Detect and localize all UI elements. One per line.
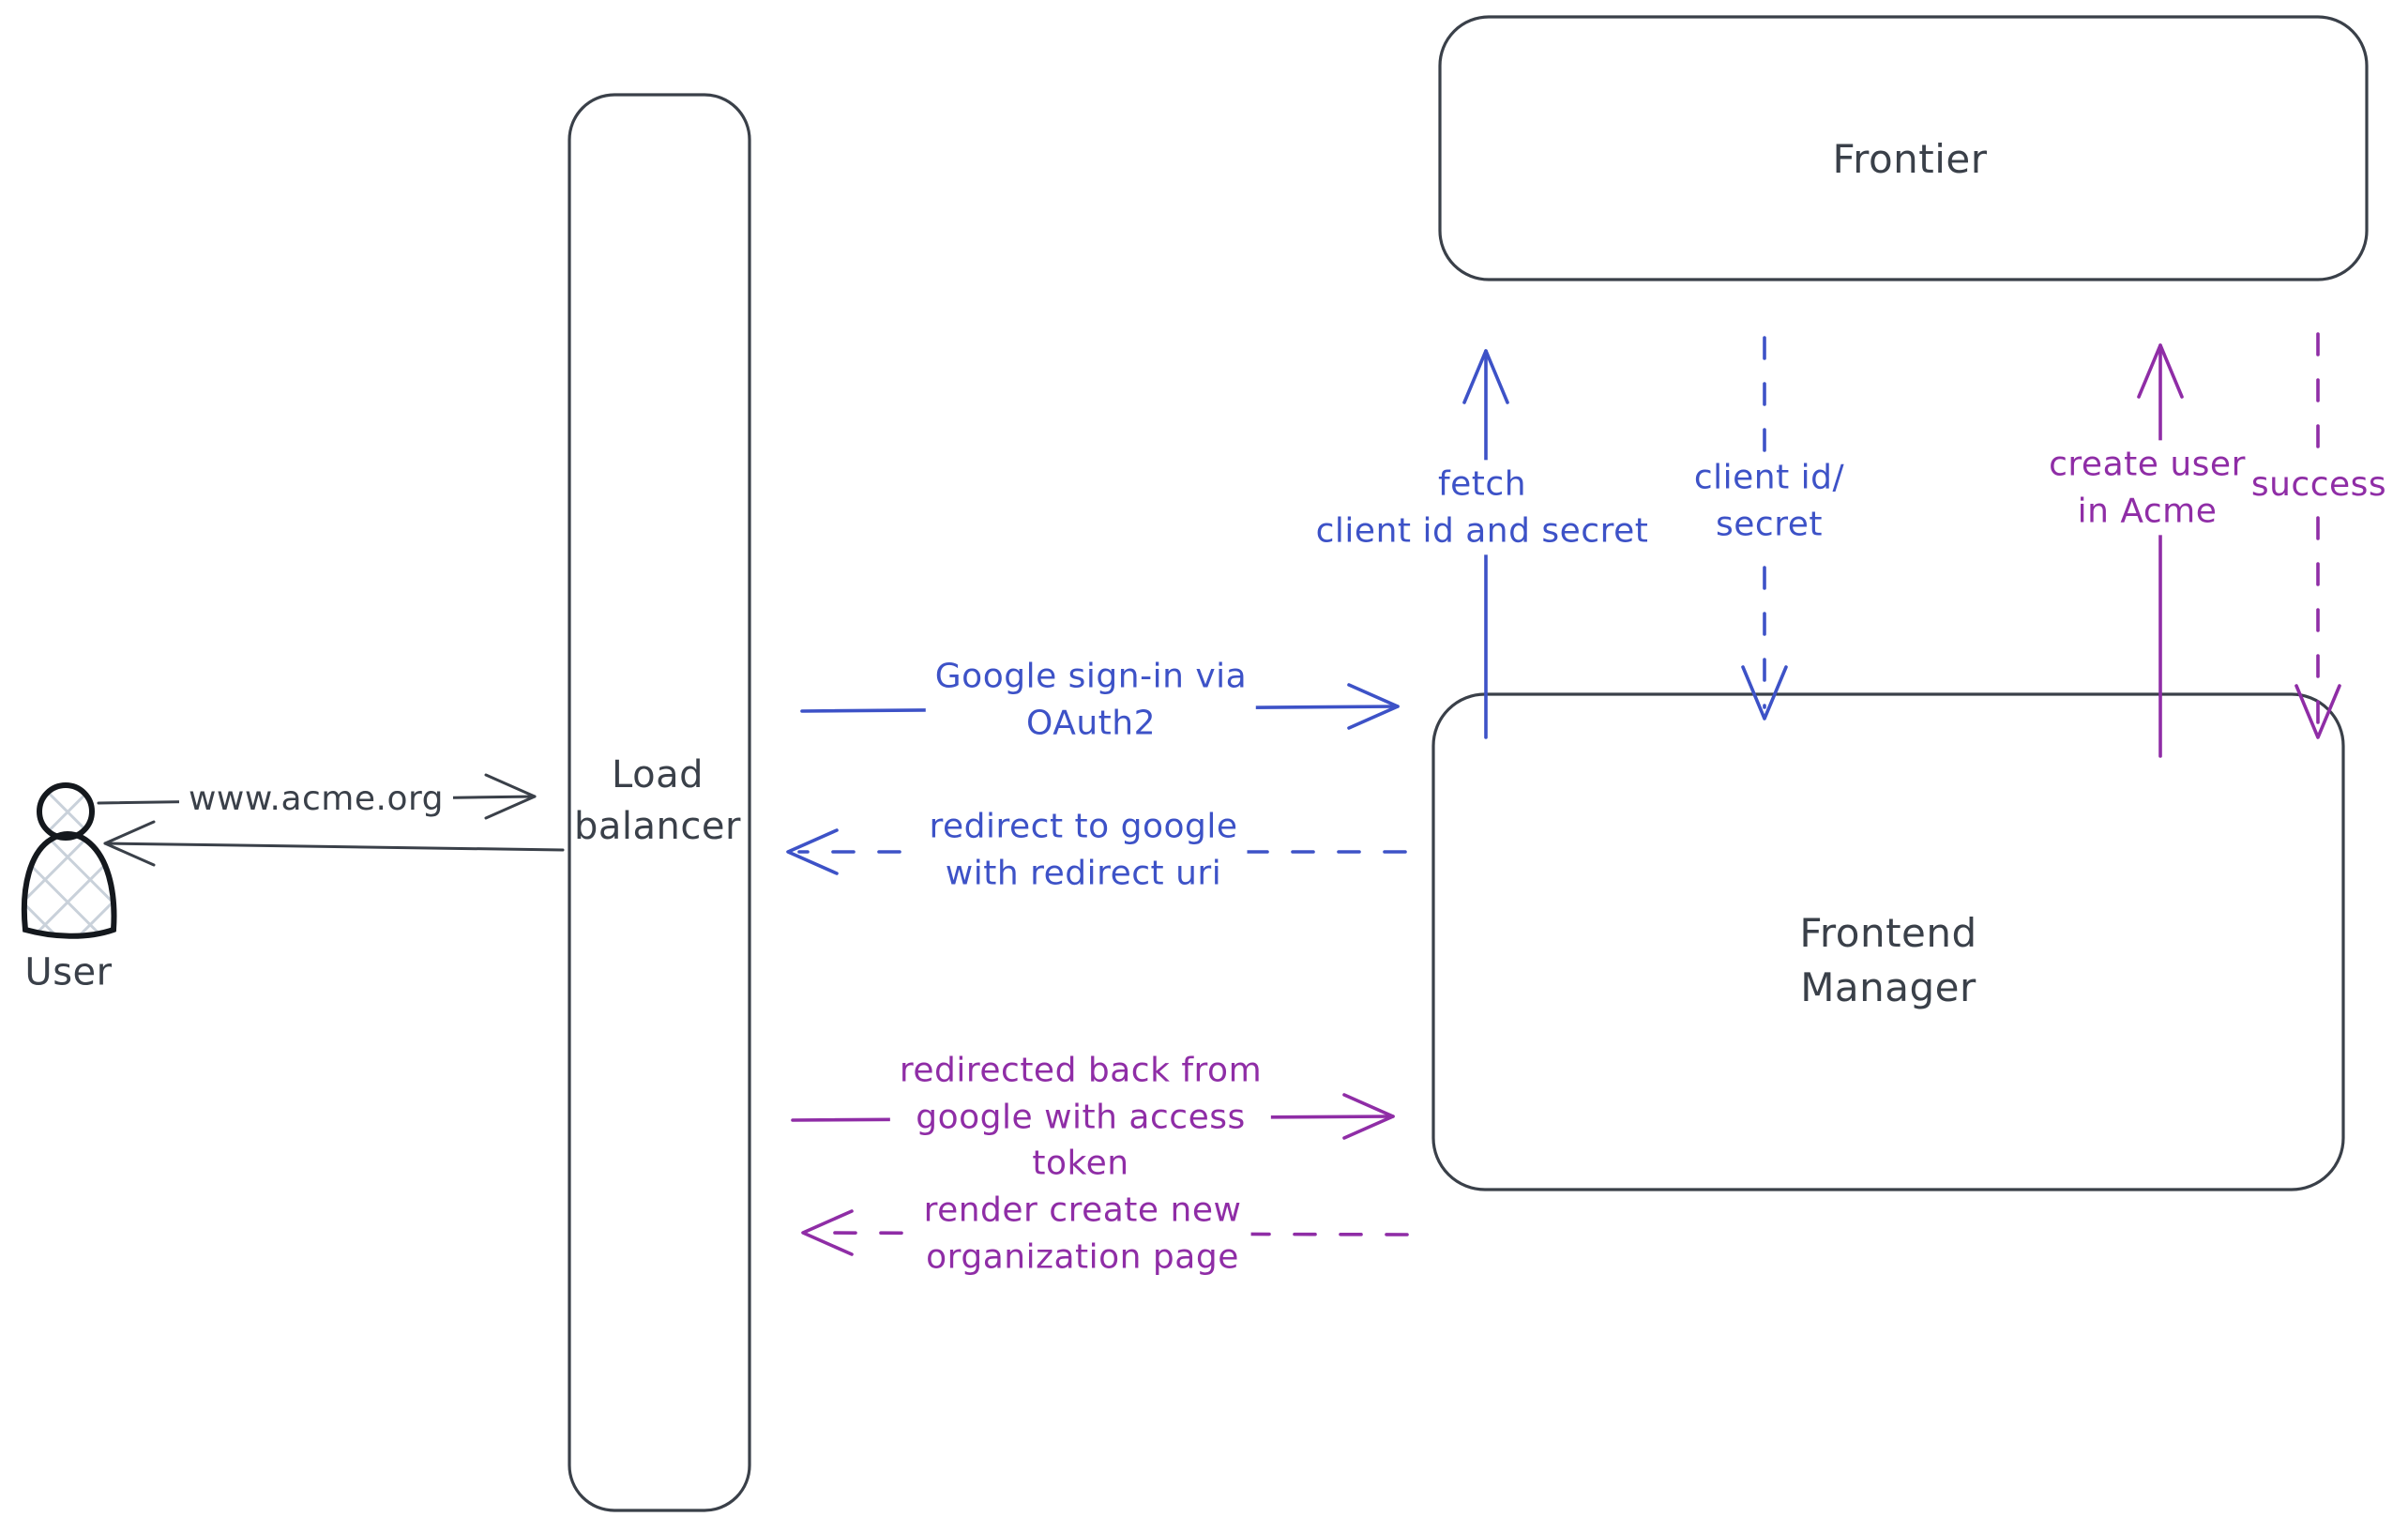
arrow-redirect-google bbox=[786, 828, 1407, 875]
edge-label-www-acme: www.acme.org bbox=[178, 775, 454, 824]
edge-label-client-id-secret: client id/ secret bbox=[1684, 453, 1855, 549]
frontend-manager-label: Frontend Manager bbox=[1799, 910, 1977, 1010]
edge-label-render-page: render create new organization page bbox=[914, 1186, 1251, 1282]
frontier-label: Frontier bbox=[1832, 136, 1988, 183]
load-balancer-label: Load balancer bbox=[574, 752, 741, 848]
user-label: User bbox=[24, 950, 113, 994]
edge-label-success: success bbox=[2241, 461, 2397, 509]
edge-label-redirected-back: redirected back from google with access … bbox=[889, 1046, 1272, 1189]
edge-label-create-user: create user in Acme bbox=[2039, 440, 2255, 536]
arrow-create-user bbox=[2137, 343, 2184, 758]
frontend-manager-box bbox=[1431, 692, 2345, 1191]
frontier-box bbox=[1438, 15, 2369, 281]
user-figure bbox=[21, 782, 117, 939]
edge-label-redirect-google: redirect to google with redirect uri bbox=[919, 802, 1248, 898]
load-balancer-box bbox=[568, 93, 751, 1512]
arrow-success bbox=[2294, 332, 2341, 739]
edge-label-fetch-secret: fetch client id and secret bbox=[1306, 460, 1658, 555]
user-head bbox=[37, 782, 95, 841]
edge-label-google-signin: Google sign-in via OAuth2 bbox=[925, 652, 1257, 748]
user-body bbox=[21, 830, 117, 939]
arrow-lb-response bbox=[103, 820, 565, 867]
